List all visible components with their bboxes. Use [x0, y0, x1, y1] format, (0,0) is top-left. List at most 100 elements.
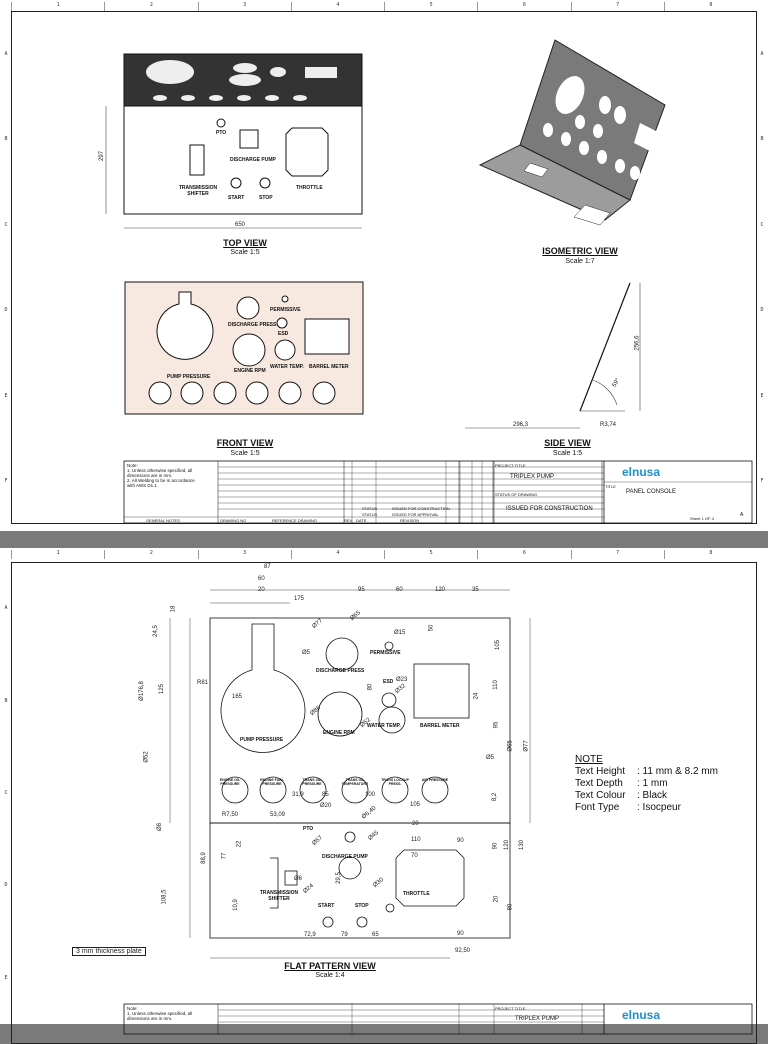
front-view-scale: Scale 1:5 [230, 450, 260, 457]
title-block-notes-2: Note: 1. Unless otherwise specified, all… [127, 1006, 193, 1021]
fp-small-label-engine-oil: ENGINE OIL PRESSURE [219, 778, 241, 786]
isometric-view-scale: Scale 1:7 [565, 258, 595, 265]
fp-label-permissive: PERMISSIVE [370, 650, 401, 656]
flat-pattern-title: FLAT PATTERN VIEW [284, 961, 376, 971]
dim-95: 95 [358, 587, 365, 593]
label-stop: STOP [259, 195, 273, 201]
side-view-width-dim: 296,3 [513, 422, 529, 428]
note-line: Text Depth: 1 mm [575, 778, 668, 789]
dim-24-5: 24,5 [152, 625, 159, 637]
drawing-status: ISSUED FOR CONSTRUCTION [506, 506, 593, 512]
status-label: STATUS OF DRAWING [495, 492, 538, 497]
side-view-height-dim: 256,6 [634, 335, 641, 351]
note-heading: NOTE [575, 754, 603, 765]
text-note-block: NOTE Text Height: 11 mm & 8.2 mm Text De… [575, 754, 718, 814]
side-view-title: SIDE VIEW [544, 438, 591, 448]
title-block-grid [123, 460, 753, 524]
fp-label-stop: STOP [355, 903, 369, 909]
fp-small-label-trans-oil-temp: TRANS OIL TEMPERATURE [341, 778, 369, 786]
title-block-notes: Note: 1. Unless otherwise specified, all… [127, 463, 195, 488]
reference-drawing-label: REFERENCE DRAWING [272, 518, 317, 523]
fp-label-barrel-meter: BARREL METER [420, 723, 460, 729]
dim-d8: Ø8 [157, 822, 164, 832]
drawing-no-label: DRAWING NO [220, 518, 247, 523]
company-logo-2: elnusa [622, 1008, 661, 1022]
side-view-drawing [465, 282, 641, 429]
rev-letter: A [740, 512, 744, 518]
dim-60b: 60 [396, 587, 403, 593]
label-engine-rpm: ENGINE RPM [234, 368, 266, 374]
front-view-drawing [124, 281, 364, 415]
flat-pattern-scale: Scale 1:4 [315, 972, 345, 979]
revision-row-1: ISSUED FOR CONSTRUCTION [392, 506, 450, 511]
fp-label-transmission-shifter: TRANSMISSION SHIFTER [259, 890, 299, 902]
top-view-scale: Scale 1:5 [230, 249, 260, 256]
sheet-number: Sheet 1 OF 4 [690, 516, 714, 521]
dim-175: 175 [294, 596, 305, 602]
note-line: Text Height: 11 mm & 8.2 mm [575, 766, 718, 777]
top-view-drawing [105, 53, 363, 229]
label-throttle: THROTTLE [296, 185, 323, 191]
label-permissive: PERMISSIVE [270, 307, 301, 313]
isometric-view-title: ISOMETRIC VIEW [542, 246, 618, 256]
fp-small-label-trans-lockup: TRANS LOCKUP PRESS. [381, 778, 409, 786]
label-esd: ESD [278, 331, 289, 337]
title-label: TITLE [605, 484, 616, 489]
note-line: Text Colour: Black [575, 790, 668, 801]
dim-35: 35 [472, 587, 479, 593]
dim-22: 22 [236, 840, 243, 848]
side-view-radius-dim: R3,74 [600, 422, 617, 428]
dim-18: 18 [170, 605, 177, 613]
fp-label-engine-rpm: ENGINE RPM [323, 730, 355, 736]
fp-label-discharge-pump: DISCHARGE PUMP [322, 854, 368, 860]
side-view-scale: Scale 1:5 [552, 450, 583, 457]
thickness-note: 3 mm thickness plate [72, 947, 146, 956]
date-label: DATE [356, 518, 367, 523]
dim-r81: R81 [197, 680, 209, 686]
label-discharge-press: DISCHARGE PRESS [228, 322, 277, 328]
dim-120: 120 [435, 587, 446, 593]
project-title: TRIPLEX PUMP [510, 474, 555, 480]
revision-row-0: ISSUED FOR APPROVAL [392, 512, 439, 517]
dim-d176-8: Ø176,8 [138, 681, 145, 701]
project-title-label: PROJECT TITLE [495, 463, 526, 468]
label-discharge-pump: DISCHARGE PUMP [230, 157, 276, 163]
fp-label-esd: ESD [383, 679, 394, 685]
dim-87: 87 [264, 564, 271, 570]
general-notes-label: GENERAL NOTES [146, 518, 180, 523]
dim-20: 20 [258, 587, 265, 593]
top-view-height-dim: 297 [99, 150, 106, 162]
front-view-title: FRONT VIEW [216, 438, 274, 448]
dim-108-5: 108,5 [161, 889, 168, 905]
dim-88-9: 88,9 [200, 852, 207, 864]
revision-label: REVISION [400, 518, 420, 523]
label-barrel-meter: BARREL METER [309, 364, 349, 370]
fp-label-water-temp: WATER TEMP. [367, 723, 401, 729]
label-water-temp: WATER TEMP. [270, 364, 304, 370]
project-title-2: TRIPLEX PUMP [515, 1016, 560, 1022]
dim-d52: Ø52 [143, 751, 150, 763]
fp-small-label-trans-oil-press: TRANS OIL PRESSURE [302, 778, 322, 786]
dim-60: 60 [258, 576, 265, 582]
fp-label-discharge-press: DISCHARGE PRESS [316, 668, 365, 674]
label-pto: PTO [216, 130, 227, 136]
dim-77: 77 [221, 852, 228, 860]
label-pump-pressure: PUMP PRESSURE [167, 374, 211, 380]
drawing-title: PANEL CONSOLE [626, 489, 677, 495]
fp-label-pto: PTO [303, 826, 314, 832]
fp-label-start: START [318, 903, 335, 909]
top-view-width-dim: 650 [235, 222, 246, 228]
fp-small-label-air-pressure: AIR PRESSURE [421, 778, 449, 782]
project-title-label-2: PROJECT TITLE [495, 1006, 526, 1011]
top-view-title: TOP VIEW [223, 238, 267, 248]
company-logo: elnusa [622, 465, 661, 479]
note-line: Font Type: Isocpeur [575, 802, 681, 813]
rev-label: REV [344, 518, 353, 523]
